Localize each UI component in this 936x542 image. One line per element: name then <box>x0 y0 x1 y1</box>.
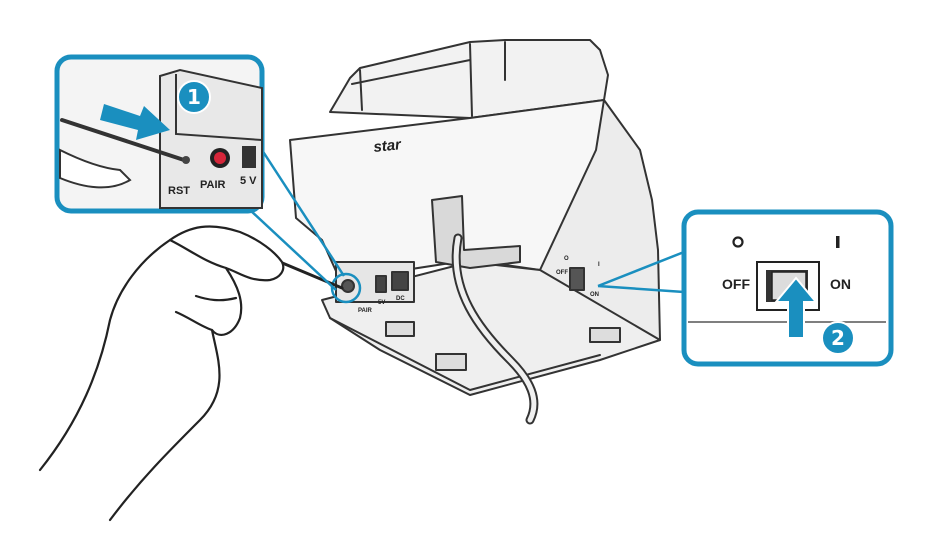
callout-1-panel-ridge <box>175 74 263 141</box>
callout-2-on-label: ON <box>830 276 851 292</box>
callout-2: OFF ON 2 <box>597 209 894 367</box>
callout-2-leader-a <box>597 250 685 288</box>
step-2-badge <box>821 321 855 355</box>
printer-dc-port <box>391 271 409 291</box>
printer-rst-hole <box>341 279 355 293</box>
printer-brand: star <box>373 136 403 156</box>
hand-finger-crease <box>168 238 238 332</box>
base-slot-front <box>435 353 467 371</box>
callout-1-finger <box>59 148 132 189</box>
printer-side-switch <box>569 267 585 291</box>
on-symbol-icon <box>836 236 840 248</box>
printer-switch-off-symbol: O <box>564 256 569 262</box>
printer-base-edge <box>329 317 601 391</box>
pair-button-red <box>214 152 226 164</box>
printer-usb-port <box>375 275 387 293</box>
printer-label-dc: DC <box>396 296 405 302</box>
step-1-number: 1 <box>187 85 201 109</box>
base-slot-right <box>589 327 621 343</box>
step-1-badge <box>177 80 211 114</box>
printer-label-5v: 5V <box>378 300 385 306</box>
callout-1-rst-hole <box>182 156 190 164</box>
hand-outline <box>38 225 285 522</box>
callout-2-off-label: OFF <box>722 276 750 292</box>
printer-switch-off: OFF <box>556 270 568 276</box>
rst-highlight-circle <box>330 272 362 304</box>
up-arrow-icon <box>773 276 819 339</box>
off-symbol-icon <box>732 236 744 248</box>
power-cable-inner <box>453 235 537 423</box>
printer-switch-on-symbol: I <box>598 262 600 268</box>
step-arrow-icon <box>100 104 170 140</box>
callout-1-label-rst: RST <box>168 185 190 197</box>
step-2-number: 2 <box>831 326 845 350</box>
callout-2-leader-b <box>597 284 685 294</box>
callout-1-leader-a <box>260 149 346 277</box>
base-slot-left <box>385 321 415 337</box>
callout-1-label-pair: PAIR <box>200 179 226 191</box>
printer-label-pair: PAIR <box>358 308 373 314</box>
callout-1-5v-port <box>242 146 256 168</box>
hand-with-pin <box>38 225 344 522</box>
printer-lid-ridges <box>351 41 506 117</box>
pin-tool <box>278 260 344 290</box>
callout-1: RST PAIR 5 V 1 <box>54 54 346 291</box>
callout-1-leader-b <box>249 209 337 291</box>
callout-1-pin <box>60 118 186 162</box>
printer-switch-on: ON <box>590 292 599 298</box>
callout-1-label-5v: 5 V <box>240 175 257 187</box>
printer <box>289 39 661 396</box>
